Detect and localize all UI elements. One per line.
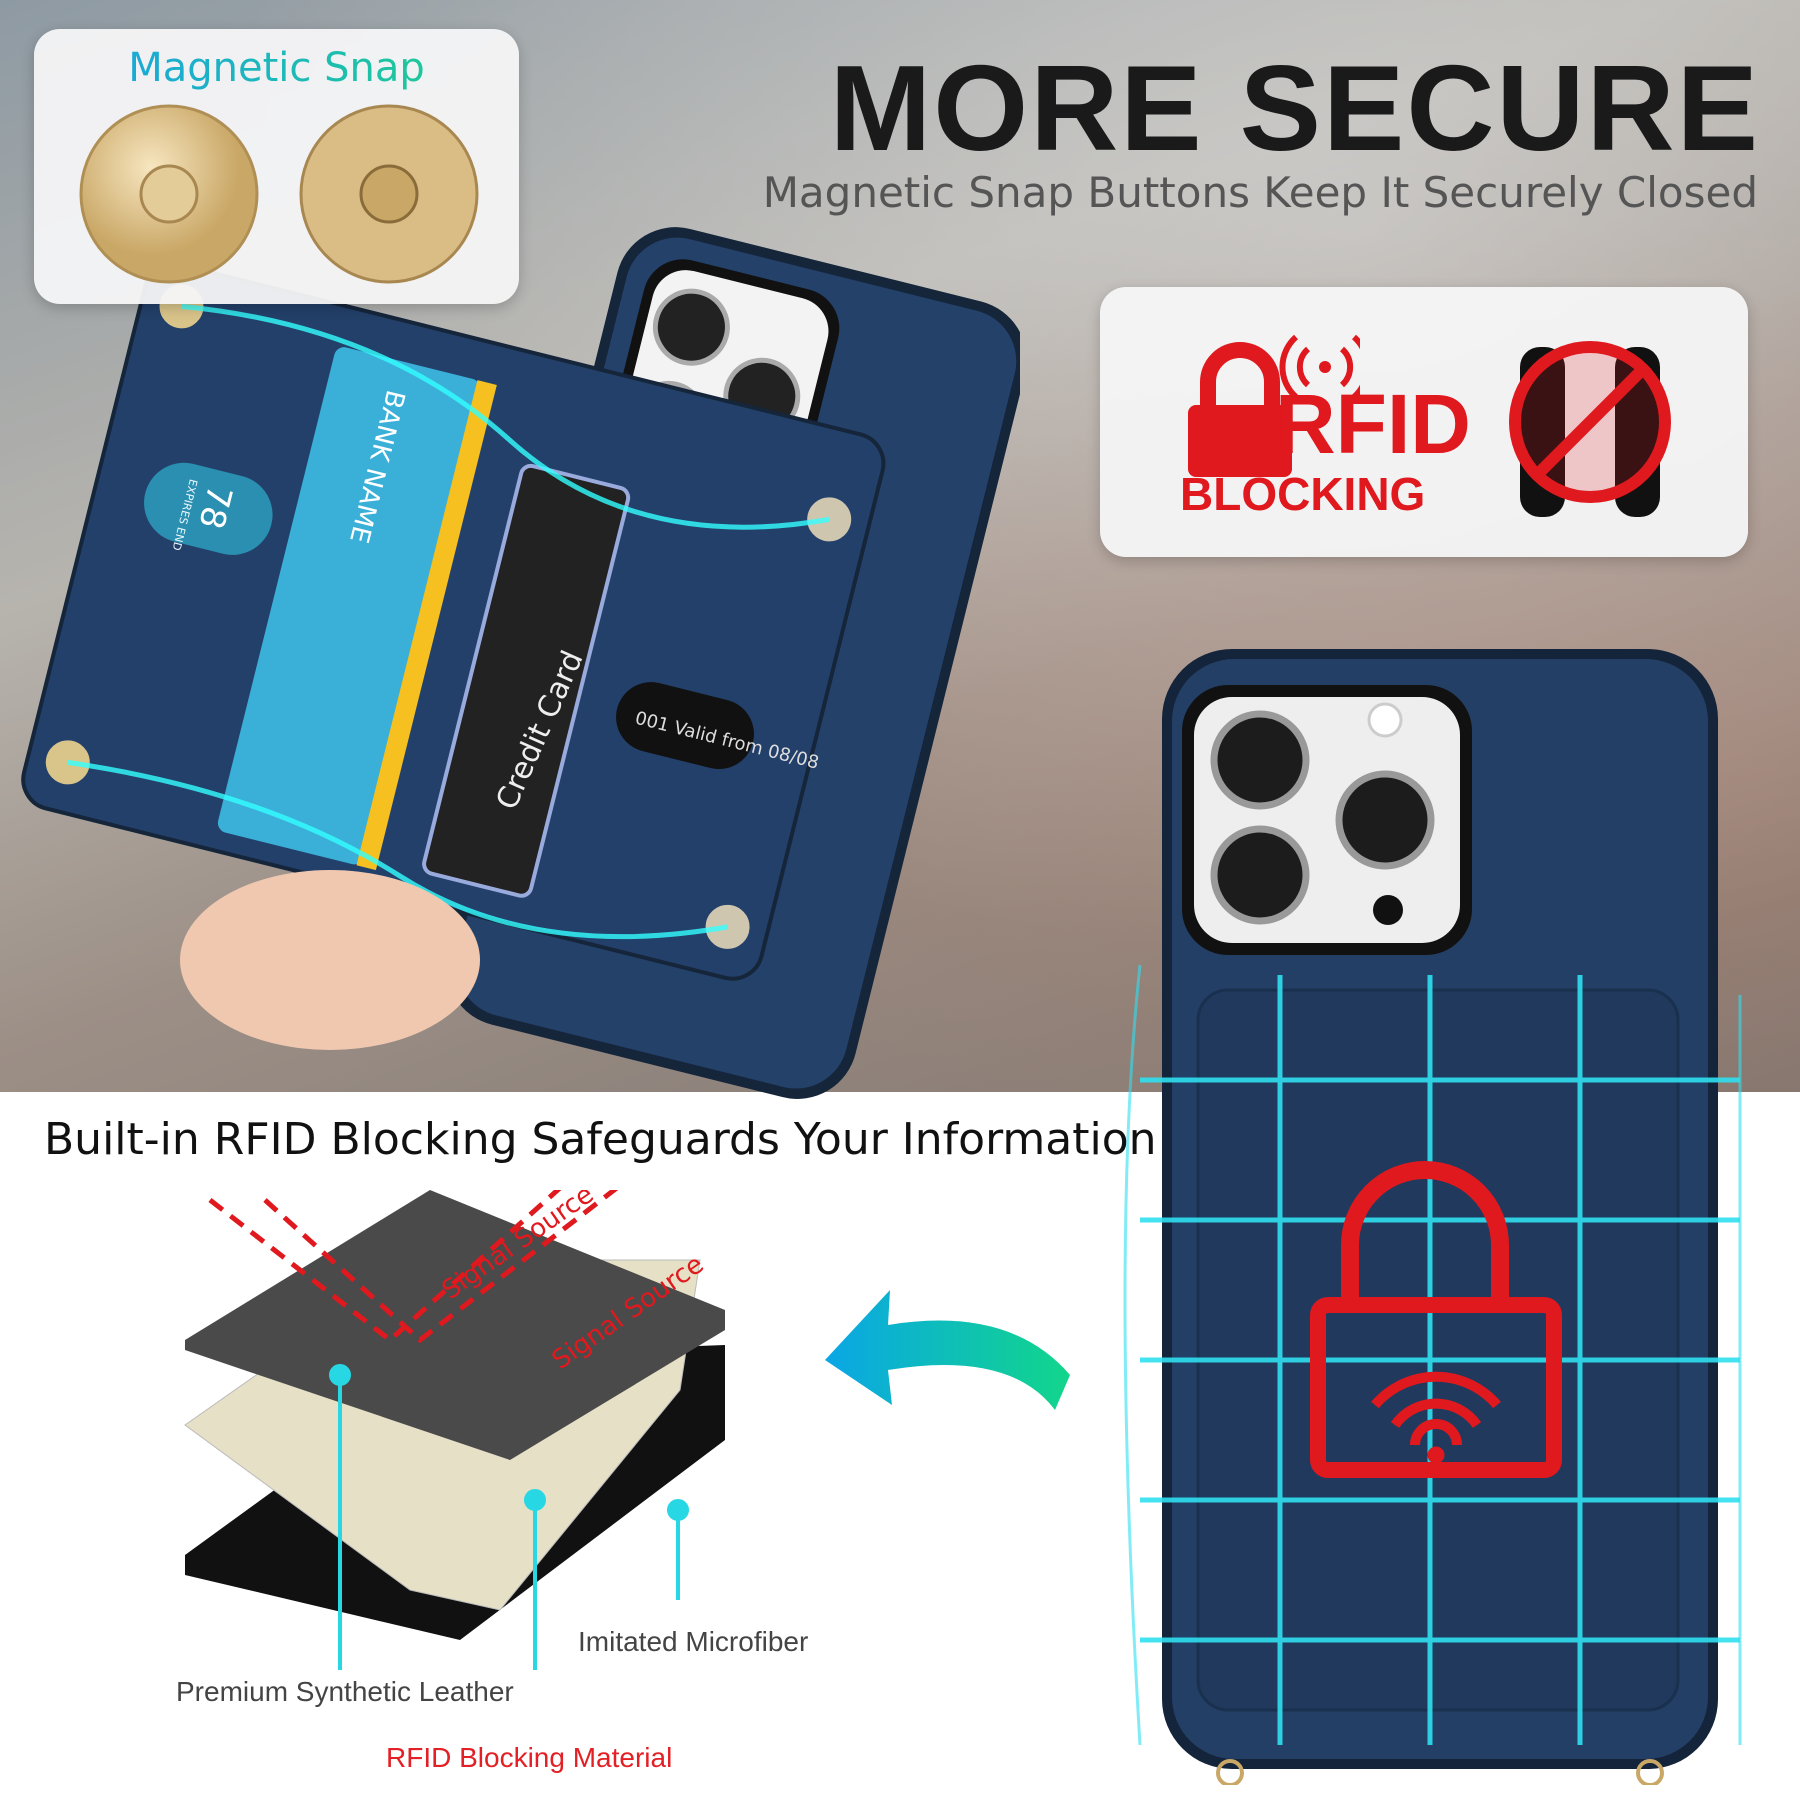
id-card-window: [144, 462, 273, 555]
strap-ring-icon: [1216, 1759, 1244, 1785]
strap-ring-icon: [1636, 1759, 1664, 1785]
signal-arrows: [208, 1190, 619, 1344]
rfid-grid: [1140, 975, 1740, 1745]
lock-signal-icon: [1188, 334, 1360, 477]
synthetic-leather-label: Premium Synthetic Leather: [176, 1676, 514, 1707]
curved-arrow-icon: [825, 1290, 1070, 1410]
magnetic-snap-title: Magnetic Snap: [34, 45, 519, 91]
credit-card: [422, 463, 631, 898]
hand: [180, 870, 480, 1050]
camera-lens-icon: [1210, 710, 1310, 810]
blocking-text: BLOCKING: [1180, 468, 1426, 520]
magnet-buttons-icon: [79, 104, 479, 284]
camera-lens-icon: [652, 288, 730, 366]
imitated-microfiber-label: Imitated Microfiber: [578, 1626, 809, 1657]
rfid-material-label: RFID Blocking Material: [386, 1742, 673, 1773]
subheadline: Magnetic Snap Buttons Keep It Securely C…: [762, 168, 1758, 217]
rfid-text: RFID: [1275, 377, 1471, 471]
bank-card: [217, 347, 481, 865]
card-pocket: [1196, 988, 1680, 1712]
snap-button-icon: [807, 497, 852, 542]
rfid-phone-illustration: [1123, 649, 1742, 1785]
rfid-section-title: Built-in RFID Blocking Safeguards Your I…: [44, 1114, 1157, 1165]
leather-layer: [185, 1190, 725, 1460]
headline: MORE SECURE: [829, 40, 1760, 176]
rfid-layers-diagram: Signal Source Signal Source: [184, 1190, 725, 1670]
no-skimming-icon: [1509, 341, 1671, 517]
wallet-phone-illustration: EXPIRES END 78 BANK NAME Credit Card 001…: [21, 227, 1020, 1099]
magnetic-snap-card: Magnetic Snap: [34, 29, 519, 304]
lock-wifi-icon: [1310, 1161, 1562, 1478]
rfid-blocking-badge: RFID BLOCKING: [1100, 287, 1748, 557]
card-window: [616, 682, 754, 770]
